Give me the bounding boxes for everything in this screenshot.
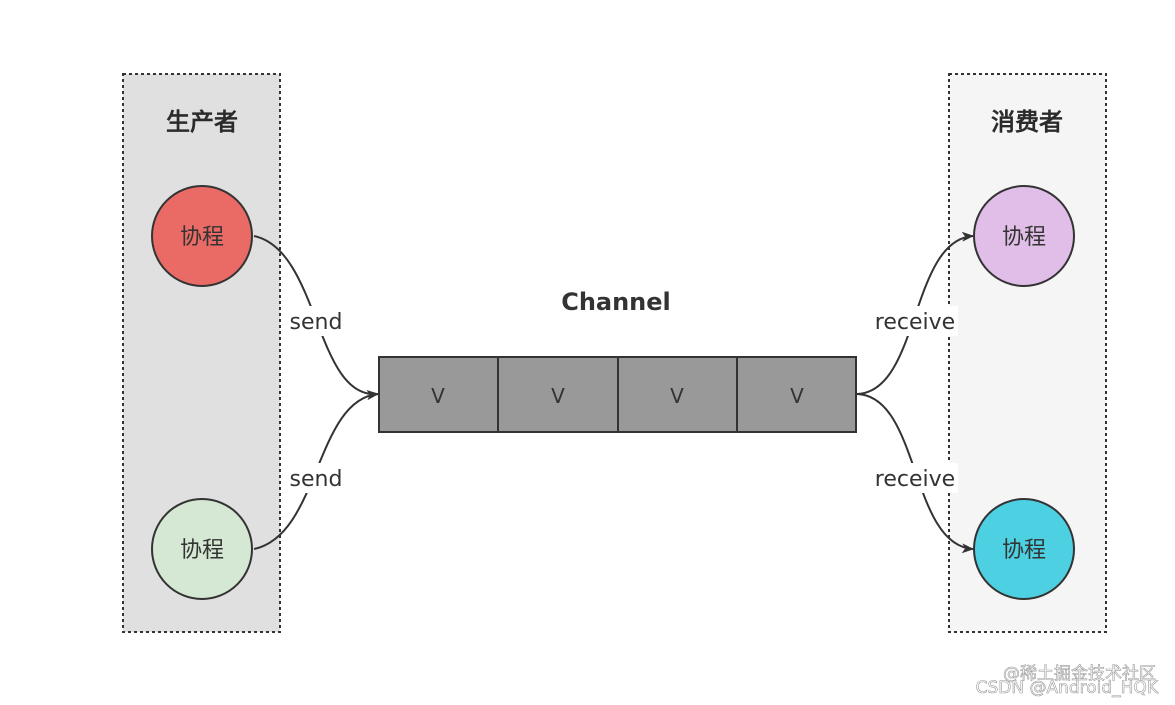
producer-top-label: 协程	[180, 225, 224, 250]
receive-top-label: receive	[875, 310, 955, 335]
producer-bottom-circle	[151, 498, 253, 600]
channel-cell-2-label: V	[551, 384, 565, 408]
send-top-label: send	[290, 310, 343, 335]
juejin-watermark: @稀土掘金技术社区	[1003, 664, 1156, 684]
consumer-top-circle	[973, 185, 1075, 287]
consumer-group-title: 消费者	[991, 108, 1063, 136]
send-bottom-label: send	[290, 467, 343, 492]
producer-top-node: 协程	[151, 185, 253, 287]
channel-cell-3-label: V	[670, 384, 684, 408]
consumer-bottom-node: 协程	[973, 498, 1075, 600]
producer-group-title: 生产者	[166, 108, 238, 136]
watermarks: @稀土掘金技术社区 CSDN @Android_HQK	[975, 664, 1159, 699]
consumer-bottom-label: 协程	[1002, 538, 1046, 563]
channel-cell-4	[736, 356, 857, 433]
channel: Channel V V V V	[378, 288, 857, 433]
channel-cell-1	[378, 356, 499, 433]
consumer-top-label: 协程	[1002, 225, 1046, 250]
channel-cell-2	[497, 356, 619, 433]
csdn-watermark: CSDN @Android_HQK	[976, 678, 1159, 698]
consumer-top-node: 协程	[973, 185, 1075, 287]
receive-bottom-label: receive	[875, 467, 955, 492]
edges: send send receive receive	[253, 231, 974, 554]
channel-cell-1-label: V	[431, 384, 445, 408]
producer-bottom-label: 协程	[180, 538, 224, 563]
channel-cell-3	[617, 356, 738, 433]
channel-title: Channel	[561, 288, 671, 316]
producer-bottom-node: 协程	[151, 498, 253, 600]
channel-cell-4-label: V	[790, 384, 804, 408]
consumer-bottom-circle	[973, 498, 1075, 600]
producer-top-circle	[151, 185, 253, 287]
